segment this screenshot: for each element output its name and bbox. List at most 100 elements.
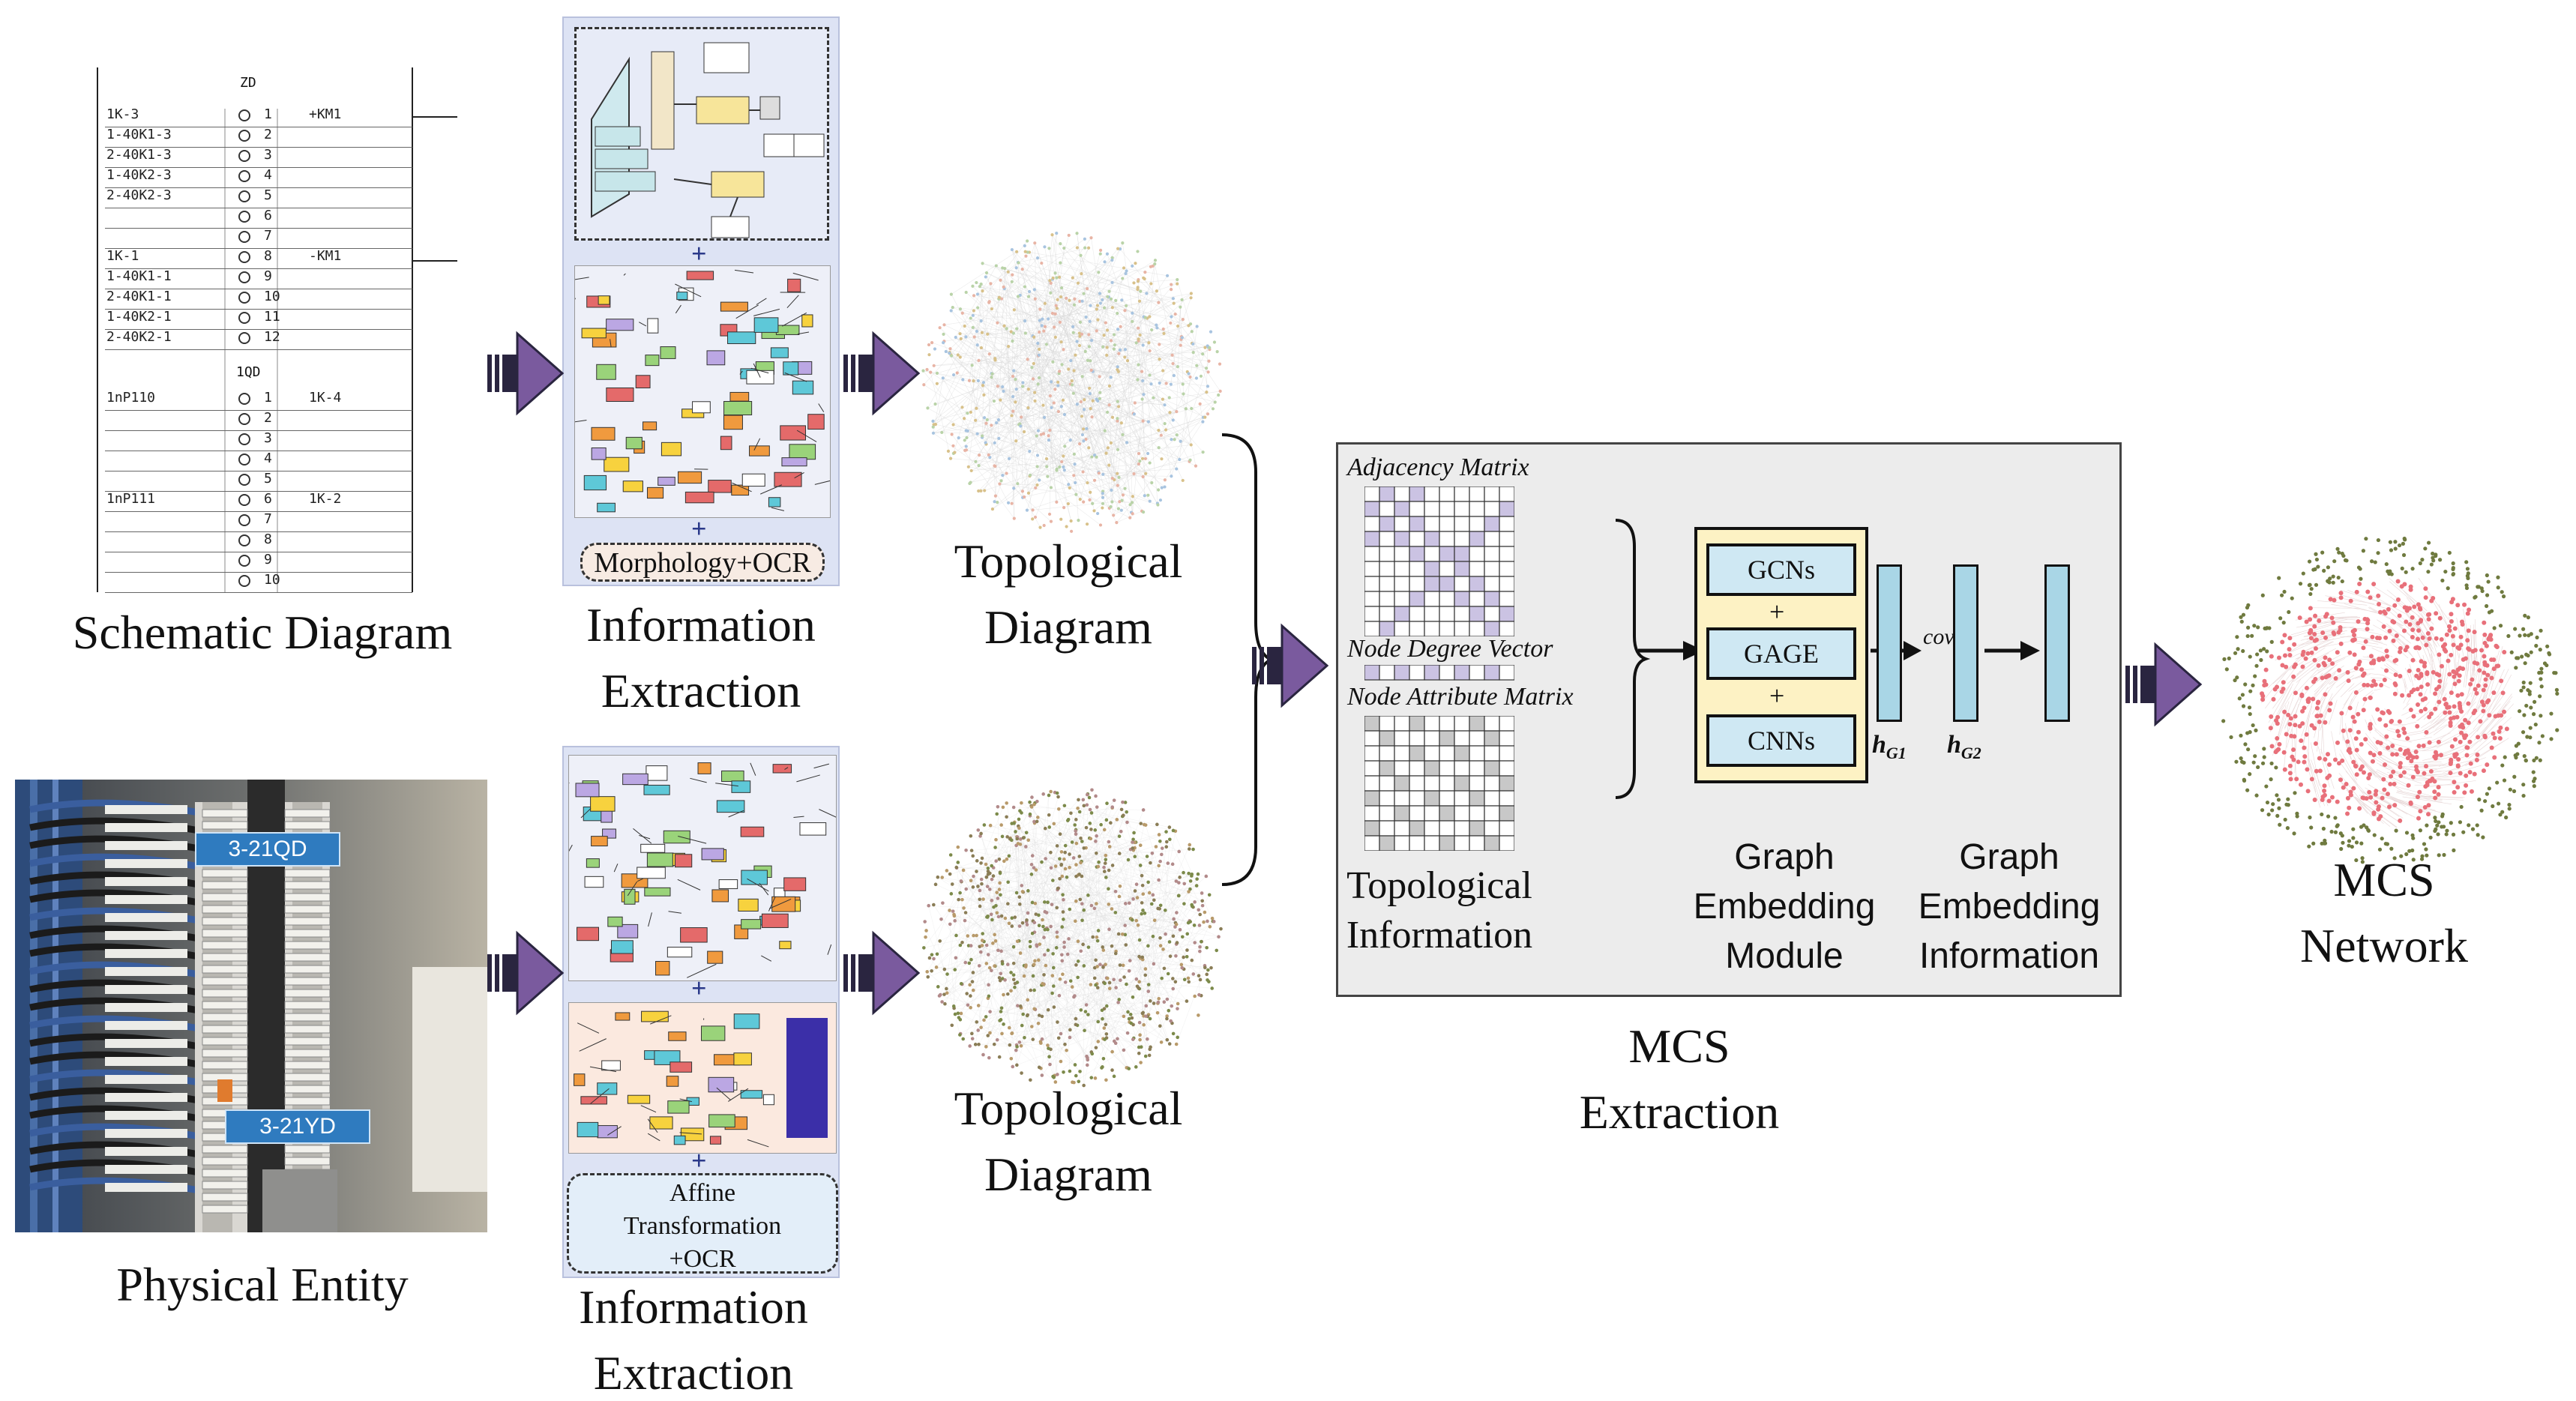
graph-node [1006,270,1010,274]
graph-edge [1045,828,1176,924]
graph-node [1055,276,1059,280]
graph-edge [1040,956,1171,1042]
graph-node [1085,1063,1089,1067]
graph-edge [960,925,1139,1034]
graph-edge [1141,914,1173,1007]
graph-edge [1038,248,1121,379]
graph-edge [962,870,1110,943]
graph-node [1023,331,1027,335]
graph-node [1171,934,1176,938]
graph-node [1080,299,1084,303]
graph-edge [1013,488,1052,522]
graph-node [1012,516,1016,520]
graph-node [1161,947,1165,951]
graph-node [1179,343,1182,347]
graph-edge [1058,797,1090,888]
graph-node [1010,280,1014,283]
terminal-circle-icon [238,231,250,243]
graph-node [1110,280,1114,285]
graph-node [1098,391,1102,394]
graph-node [1102,870,1107,873]
graph-edge [956,819,1107,869]
arch-block [575,783,600,798]
graph-node [1101,345,1105,349]
graph-node [1164,840,1169,844]
schematic-wire-label: 1-40K1-1 [106,268,172,284]
arch-link [784,372,807,382]
graph-edge [986,977,1125,1017]
graph-edge [978,836,1097,1045]
graph-node [1097,271,1101,274]
graph-edge [1039,944,1053,1077]
terminal-slot [284,1061,331,1070]
arch-link [668,911,681,914]
arch-block [740,826,765,837]
graph-node [1098,375,1101,379]
graph-node [987,983,990,987]
graph-node [1035,465,1039,468]
graph-node [1202,920,1206,924]
graph-node [1131,311,1134,315]
graph-edge [1026,816,1123,925]
graph-node [981,897,985,901]
plus-sign-1: + [691,238,707,268]
terminal-slot [202,1145,248,1154]
graph-node [957,436,960,440]
graph-node [1121,963,1125,968]
graph-node [1197,974,1201,977]
graph-edge [1035,873,1189,1010]
graph-node [1122,1014,1126,1019]
wire-sleeve [105,1075,187,1084]
graph-edge [996,900,1155,906]
arch-block [617,924,639,938]
graph-edge [1103,879,1197,966]
graph-edge [1011,965,1077,1034]
graph-edge [950,876,1068,925]
graph-node [996,501,999,504]
graph-edge [1053,823,1142,915]
terminal-tag-1: 3-21QD [195,832,340,867]
graph-node [1107,840,1111,844]
arch-block [678,471,702,484]
graph-edge [1086,411,1177,440]
graph-edge [1047,412,1170,477]
graph-edge [1019,1042,1076,1065]
graph-node [1159,1040,1164,1044]
arrow-head [2154,642,2203,727]
graph-edge [1044,912,1046,938]
graph-edge [1091,905,1207,948]
graph-node [1012,369,1016,373]
schematic-wire-label: 1K-3 [106,106,139,122]
graph-node [1170,287,1173,292]
graph-edge [946,852,1051,989]
graph-node [984,421,988,425]
graph-edge [1071,813,1151,1049]
arch-link [639,322,647,327]
graph-edge [973,981,1140,991]
graph-edge [1038,817,1197,879]
graph-node [1069,358,1073,363]
graph-node [1035,454,1040,457]
terminal-circle-icon [238,514,250,526]
graph-node [1086,246,1091,250]
graph-edge [1068,920,1133,939]
graph-edge [973,241,1028,311]
wire-sleeve [105,859,187,868]
graph-edge [1052,894,1154,994]
graph-edge [996,892,1076,922]
graph-node [1082,439,1086,443]
graph-edge [1060,979,1201,1034]
graph-node [972,294,976,298]
graph-edge [1033,965,1170,1044]
graph-node [1007,1025,1011,1030]
graph-node [1110,500,1114,504]
graph-node [1109,297,1113,301]
graph-node [985,418,989,422]
graph-edge [1142,959,1170,1044]
graph-node [997,436,1001,440]
graph-node [1059,295,1063,299]
graph-edge [973,876,1040,1067]
graph-node [1014,378,1017,382]
graph-node [1077,873,1081,876]
graph-node [1029,863,1034,867]
